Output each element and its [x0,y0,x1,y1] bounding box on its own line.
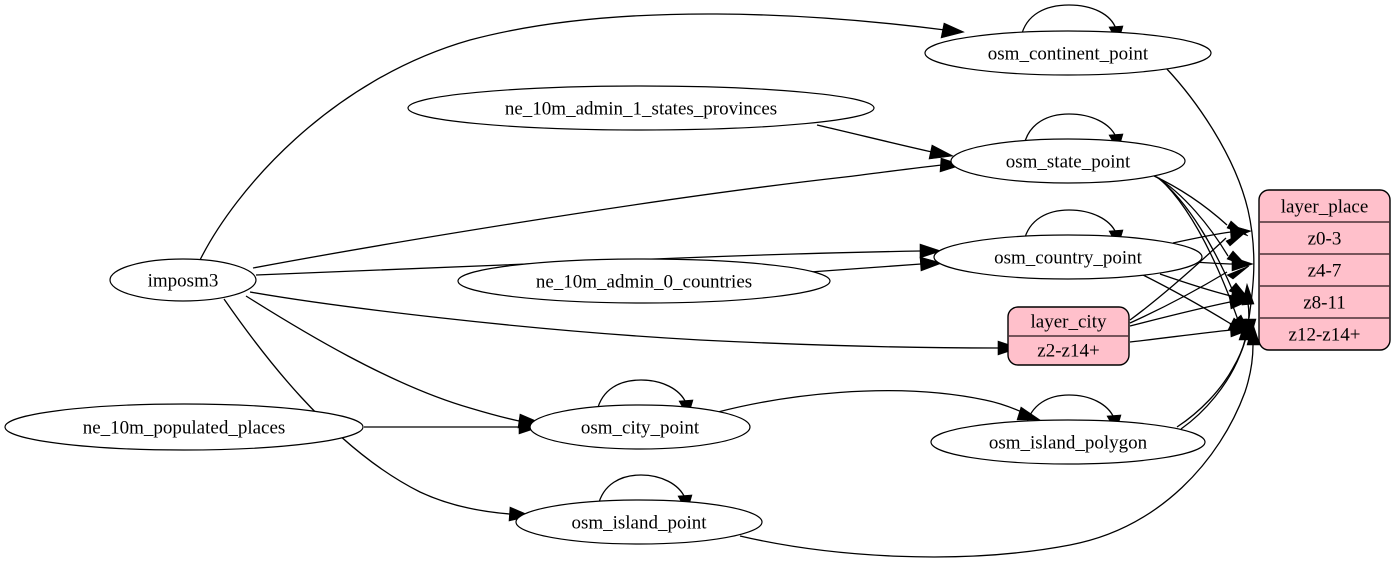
edge-imposm3-to-osm_city_point [245,295,520,422]
edge-self-loop-osm_island_polygon [1025,394,1115,427]
arrowhead-icon [919,256,943,272]
arrowhead-icon [1241,282,1255,306]
node-ne_10m_populated_places[interactable]: ne_10m_populated_places [4,403,364,451]
node-label-imposm3: imposm3 [148,271,219,292]
nodes-layer: imposm3 ne_10m_admin_1_states_provinces … [4,30,1212,545]
edge-layer_city-to-layer_place-z4-7 [1129,271,1228,324]
arrowhead-icon [928,144,954,160]
edge-imposm3-to-osm_continent_point [199,13,946,261]
arrowhead-icon [1246,322,1261,346]
node-label-osm_island_point: osm_island_point [571,513,707,534]
edge-osm_island_point-to-layer_place-z12 [739,344,1254,558]
node-label-osm_country_point: osm_country_point [994,248,1142,269]
edges-layer [199,4,1261,558]
node-label-ne_10m_admin_0_countries: ne_10m_admin_0_countries [536,272,752,293]
edge-ne_10m_admin_0_countries-to-osm_country_point [809,263,922,273]
edge-osm_country_point-to-layer_place-z8-11 [1159,273,1232,297]
arrowhead-icon [1228,294,1252,310]
record-row-layer_place-z4-7[interactable]: z4-7 [1308,261,1342,282]
node-ne_10m_admin_0_countries[interactable]: ne_10m_admin_0_countries [457,258,831,304]
arrowhead-icon [1231,256,1254,272]
node-osm_continent_point[interactable]: osm_continent_point [924,30,1212,76]
node-osm_city_point[interactable]: osm_city_point [529,404,751,450]
node-osm_island_point[interactable]: osm_island_point [515,499,763,545]
node-imposm3[interactable]: imposm3 [109,258,257,302]
edge-layer_city-to-layer_place-z0-3 [1129,237,1227,321]
edge-osm_city_point-to-osm_island_polygon [717,390,1025,414]
record-row-layer_place-z12-z14[interactable]: z12-z14+ [1289,325,1361,346]
arrowhead-icon [1225,230,1248,247]
record-nodes-layer: layer_place z0-3 z4-7 z8-11 z12-z14+ lay… [1007,189,1391,366]
node-label-osm_island_polygon: osm_island_polygon [989,433,1148,454]
arrowhead-icon [919,243,942,259]
edge-self-loop-osm_state_point [1023,113,1117,146]
node-osm_island_polygon[interactable]: osm_island_polygon [930,419,1206,465]
edge-self-loop-osm_island_point [597,474,686,507]
arrowhead-icon [940,22,965,39]
edge-osm_country_point-to-layer_place-z12 [1142,274,1232,325]
node-label-osm_city_point: osm_city_point [581,418,700,439]
edge-imposm3-to-layer_city [249,291,999,349]
edge-self-loop-osm_country_point [1023,209,1117,242]
edge-layer_city-to-layer_place-z12 [1129,329,1232,343]
node-label-ne_10m_admin_1_states_provinces: ne_10m_admin_1_states_provinces [505,99,777,120]
node-osm_country_point[interactable]: osm_country_point [933,234,1203,280]
node-label-osm_continent_point: osm_continent_point [988,44,1149,65]
node-label-osm_state_point: osm_state_point [1006,152,1131,173]
node-ne_10m_admin_1_states_provinces[interactable]: ne_10m_admin_1_states_provinces [407,85,875,131]
arrowhead-icon [1016,406,1041,421]
record-row-layer_city-title: layer_city [1031,312,1107,333]
edge-imposm3-to-osm_island_point [223,298,511,515]
edge-osm_country_point-to-layer_place-z0-3 [1172,231,1232,244]
edge-layer_city-to-layer_place-z8-11 [1129,301,1231,327]
record-row-layer_place-title: layer_place [1281,197,1369,218]
record-row-layer_place-z0-3[interactable]: z0-3 [1308,229,1342,250]
record-row-layer_place-z8-11[interactable]: z8-11 [1303,293,1346,314]
edge-imposm3-to-osm_state_point [252,164,943,269]
node-osm_state_point[interactable]: osm_state_point [950,138,1186,184]
edge-ne_10m_admin_1_states_provinces-to-osm_state_point [816,124,933,153]
record-row-layer_city-z2-z14[interactable]: z2-z14+ [1037,341,1099,362]
arrowhead-icon [1226,265,1250,280]
arrowhead-icon [1238,317,1253,341]
node-label-ne_10m_populated_places: ne_10m_populated_places [83,418,286,439]
edge-self-loop-osm_continent_point [1020,4,1117,38]
record-node-layer_place[interactable]: layer_place z0-3 z4-7 z8-11 z12-z14+ [1258,189,1391,351]
record-node-layer_city[interactable]: layer_city z2-z14+ [1007,306,1130,366]
edge-osm_island_polygon-to-layer_place-z12 [1176,339,1246,428]
edge-osm_continent_point-to-layer_place-z12 [1165,67,1255,319]
edge-self-loop-osm_city_point [596,379,687,412]
